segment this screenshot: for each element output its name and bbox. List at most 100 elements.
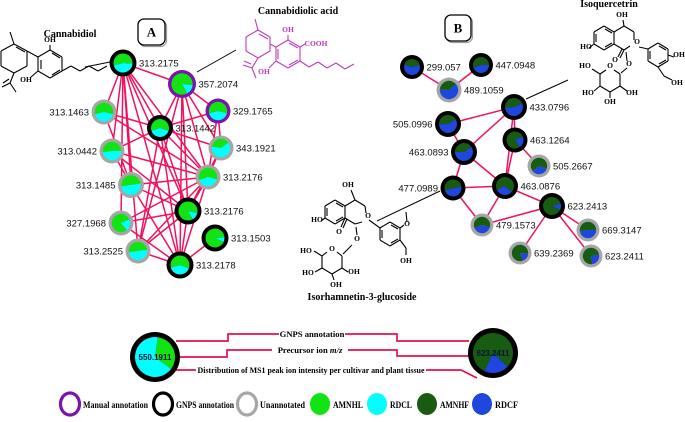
network-node-313-2175 xyxy=(109,49,137,77)
bond-line xyxy=(334,217,346,225)
bond-line xyxy=(26,50,39,58)
bond-line xyxy=(287,60,301,69)
network-edge xyxy=(130,184,181,266)
pie-slice-dgreen xyxy=(473,216,491,228)
pie-slice-cyan xyxy=(211,142,231,158)
pie-slice-blue xyxy=(474,225,490,234)
bond-line xyxy=(593,85,601,92)
pie-slice-green xyxy=(102,141,122,153)
bond-line xyxy=(51,52,61,59)
pie-slice-green xyxy=(113,53,133,66)
bond-line xyxy=(287,39,301,48)
network-node-669-3147 xyxy=(576,218,600,242)
bond-line xyxy=(243,60,252,65)
bond-line xyxy=(245,29,259,38)
bond-line xyxy=(9,31,15,45)
bond-line xyxy=(317,61,328,69)
pie-slice-cyan xyxy=(151,128,169,138)
bond-line xyxy=(288,59,299,66)
pie-slice-blue xyxy=(444,186,462,197)
node-mz-label: 343.1921 xyxy=(236,144,276,155)
network-node-639-2369 xyxy=(508,241,532,265)
pie-slice-dgreen xyxy=(404,58,420,67)
bond-line xyxy=(613,43,625,51)
bond-line xyxy=(344,63,355,70)
green-fill-swatch xyxy=(310,393,330,415)
pie-slice-blue xyxy=(591,254,600,265)
panel-box xyxy=(444,14,472,42)
bond-line xyxy=(242,64,253,69)
node-mz-label: 463.1264 xyxy=(530,136,570,147)
bond-line xyxy=(61,65,72,72)
legend-item-amnhf: AMNHF xyxy=(417,393,469,415)
bond-line xyxy=(355,226,358,236)
bond-line xyxy=(269,43,277,48)
network-node-313-1503 xyxy=(201,224,229,252)
node-mz-label: 313.2176 xyxy=(204,207,244,218)
bond-line xyxy=(658,59,667,65)
network-edge xyxy=(137,127,161,252)
bond-line xyxy=(335,216,344,222)
bond-line xyxy=(70,65,81,72)
pie-slice-dgreen xyxy=(543,197,561,216)
bond-line xyxy=(268,60,277,69)
network-node-623-2413 xyxy=(539,193,565,219)
network-node-313-2178 xyxy=(166,251,194,279)
pie-slice-cyan xyxy=(134,336,172,377)
bond-line xyxy=(37,49,51,58)
bond-line xyxy=(368,219,381,229)
pie-slice-green xyxy=(198,167,218,181)
atom-label: OH xyxy=(626,88,638,97)
bond-line xyxy=(350,189,356,201)
pie-slice-blue xyxy=(439,83,459,100)
cyan-fill-swatch xyxy=(367,393,387,415)
legend-item-amnhl: AMNHL xyxy=(310,393,363,415)
bond-line xyxy=(354,221,363,225)
pie-slice-cyan xyxy=(121,183,141,195)
network-node-463-0876 xyxy=(492,173,518,199)
bond-line xyxy=(324,199,336,207)
network-node-433-0796 xyxy=(501,94,527,120)
atom-label: OH xyxy=(671,78,683,87)
bond-line xyxy=(275,60,289,69)
node-mz-label: 433.0796 xyxy=(530,103,570,114)
bond-line xyxy=(604,42,613,48)
node-mz-label: 313.2175 xyxy=(139,59,179,70)
bond-line xyxy=(657,66,665,77)
blue-fill-swatch xyxy=(472,393,492,415)
bond-line xyxy=(1,82,11,88)
pie-slice-blue xyxy=(403,64,420,75)
pie-slice-dgreen xyxy=(511,244,529,262)
legend-item-label: RDCF xyxy=(495,400,518,410)
pie-slice-green xyxy=(128,241,148,253)
bond-line xyxy=(588,43,595,49)
pie-slice-dgreen xyxy=(495,176,514,192)
bond-line xyxy=(667,54,675,58)
atom-label: OH xyxy=(348,267,360,276)
bond-line xyxy=(379,221,391,229)
atom-label: O xyxy=(612,55,618,64)
node-mz-label: 313.1485 xyxy=(76,181,116,192)
pie-slice-blue xyxy=(505,103,523,116)
pie-slice-dgreen xyxy=(439,115,456,125)
node-mz-label: 623.2413 xyxy=(568,202,608,213)
bond-line xyxy=(613,69,621,75)
atom-label: O xyxy=(626,59,632,68)
atom-label: O xyxy=(329,244,335,253)
network-node-313-2525 xyxy=(125,238,151,264)
atom-label: OH xyxy=(282,25,294,34)
legend-connector-line xyxy=(173,349,272,358)
network-node-550-1911: 550.1911 xyxy=(130,332,180,382)
node-mz-label: 357.2074 xyxy=(199,80,239,91)
bond-line xyxy=(647,42,659,50)
legend-item-rdcl: RDCL xyxy=(367,393,412,415)
atom-label: OH xyxy=(258,67,270,76)
panel-letter: B xyxy=(454,21,463,36)
network-edge xyxy=(120,176,209,224)
mid-legend-label: Precursor ion m/z xyxy=(278,345,343,355)
bond-line xyxy=(308,61,319,68)
panel-label-a: A xyxy=(137,18,168,48)
atom-label: HO xyxy=(302,268,314,277)
node-mz-label: 313.1463 xyxy=(49,108,89,119)
